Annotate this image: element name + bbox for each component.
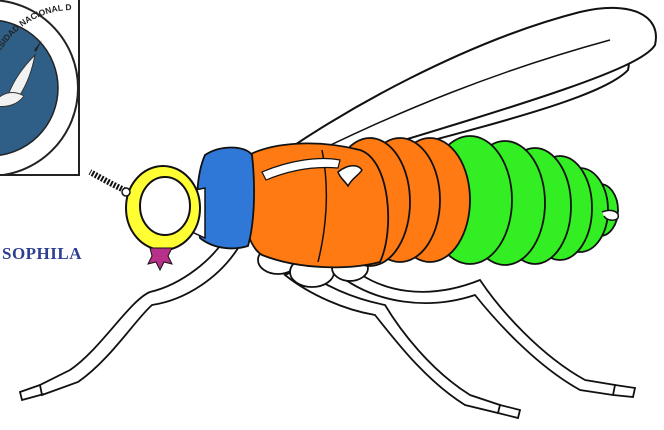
hind-tarsus: [613, 385, 635, 397]
hind-leg: [335, 262, 615, 395]
caption-label: SOPHILA: [2, 244, 82, 264]
middle-tarsus: [498, 405, 520, 418]
seal-svg: UNIVERSIDAD NACIONAL DE LA PATAGONIA SAN…: [0, 0, 80, 176]
antenna-base: [122, 188, 130, 196]
head: [90, 166, 200, 270]
antenna: [90, 172, 128, 192]
mouthparts: [148, 248, 172, 270]
university-logo: UNIVERSIDAD NACIONAL DE LA PATAGONIA SAN…: [0, 0, 80, 176]
eye-region: [140, 177, 190, 235]
middle-leg: [285, 268, 500, 413]
